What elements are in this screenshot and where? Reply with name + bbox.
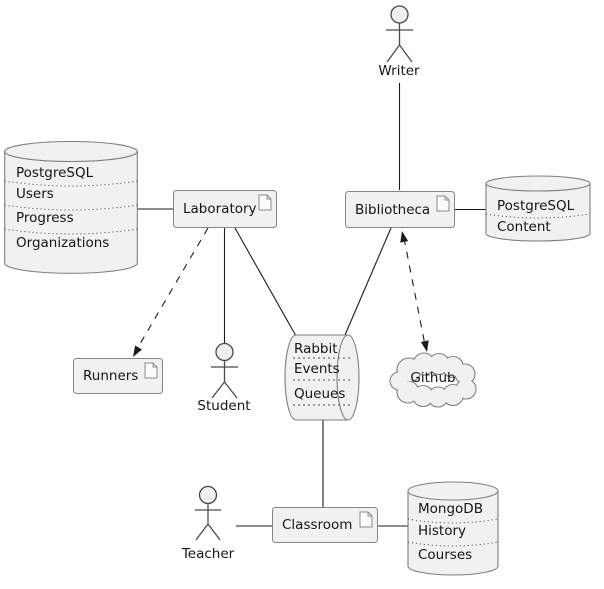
component-bibliotheca-label: Bibliotheca: [355, 201, 431, 218]
cloud-github-label: Github: [410, 370, 456, 386]
arrowhead-bibliotheca: [400, 231, 409, 243]
file-icon: [436, 195, 450, 212]
queue-rim: [336, 334, 349, 421]
connector-bibliotheca-github-dashed: [403, 237, 426, 346]
actor-figures: [195, 5, 413, 541]
database-mongodb-title: MongoDB: [418, 501, 483, 517]
file-icon: [258, 194, 272, 211]
queue-row-events: Events: [294, 361, 340, 377]
database-row-history: History: [418, 523, 467, 539]
arrowhead-github: [420, 340, 429, 352]
actor-teacher-figure: [195, 485, 221, 541]
database-postgresql-content-title: PostgreSQL: [497, 198, 575, 214]
component-runners: Runners: [73, 358, 163, 394]
component-laboratory: Laboratory: [173, 190, 277, 228]
component-laboratory-label: Laboratory: [183, 201, 257, 217]
connector-laboratory-rabbit: [234, 227, 297, 337]
database-postgresql-main-cylinder: [4, 140, 138, 274]
actor-student-figure: [211, 342, 238, 399]
arrowhead-runners: [133, 345, 143, 357]
file-icon: [144, 362, 158, 379]
database-row-organizations: Organizations: [16, 235, 110, 251]
arrowheads: [133, 231, 429, 357]
database-row-users: Users: [16, 186, 54, 202]
separator-line: [485, 213, 591, 219]
database-mongodb-cylinder: [407, 481, 499, 576]
database-row-content: Content: [497, 219, 551, 235]
actor-writer-figure: [386, 5, 413, 63]
database-row-progress: Progress: [16, 210, 74, 226]
database-postgresql-content-cylinder: [485, 175, 591, 242]
queue-row-queues: Queues: [294, 386, 346, 402]
component-classroom-label: Classroom: [282, 517, 353, 533]
connector-lines: [136, 83, 487, 527]
actor-teacher-label: Teacher: [181, 546, 235, 562]
database-postgresql-main-title: PostgreSQL: [16, 165, 94, 181]
cloud-github-shape: [389, 352, 477, 408]
component-runners-label: Runners: [83, 368, 139, 384]
database-row-courses: Courses: [418, 547, 473, 563]
component-classroom: Classroom: [272, 507, 378, 543]
queue-rabbit-title: Rabbit: [294, 341, 338, 357]
queue-rabbit-shape: [284, 334, 360, 421]
actor-student-label: Student: [197, 398, 251, 414]
component-bibliotheca: Bibliotheca: [345, 191, 455, 228]
connector-laboratory-runners-dashed: [136, 227, 209, 350]
connector-bibliotheca-rabbit: [344, 227, 392, 336]
actor-writer-label: Writer: [378, 63, 420, 79]
file-icon: [359, 511, 373, 528]
